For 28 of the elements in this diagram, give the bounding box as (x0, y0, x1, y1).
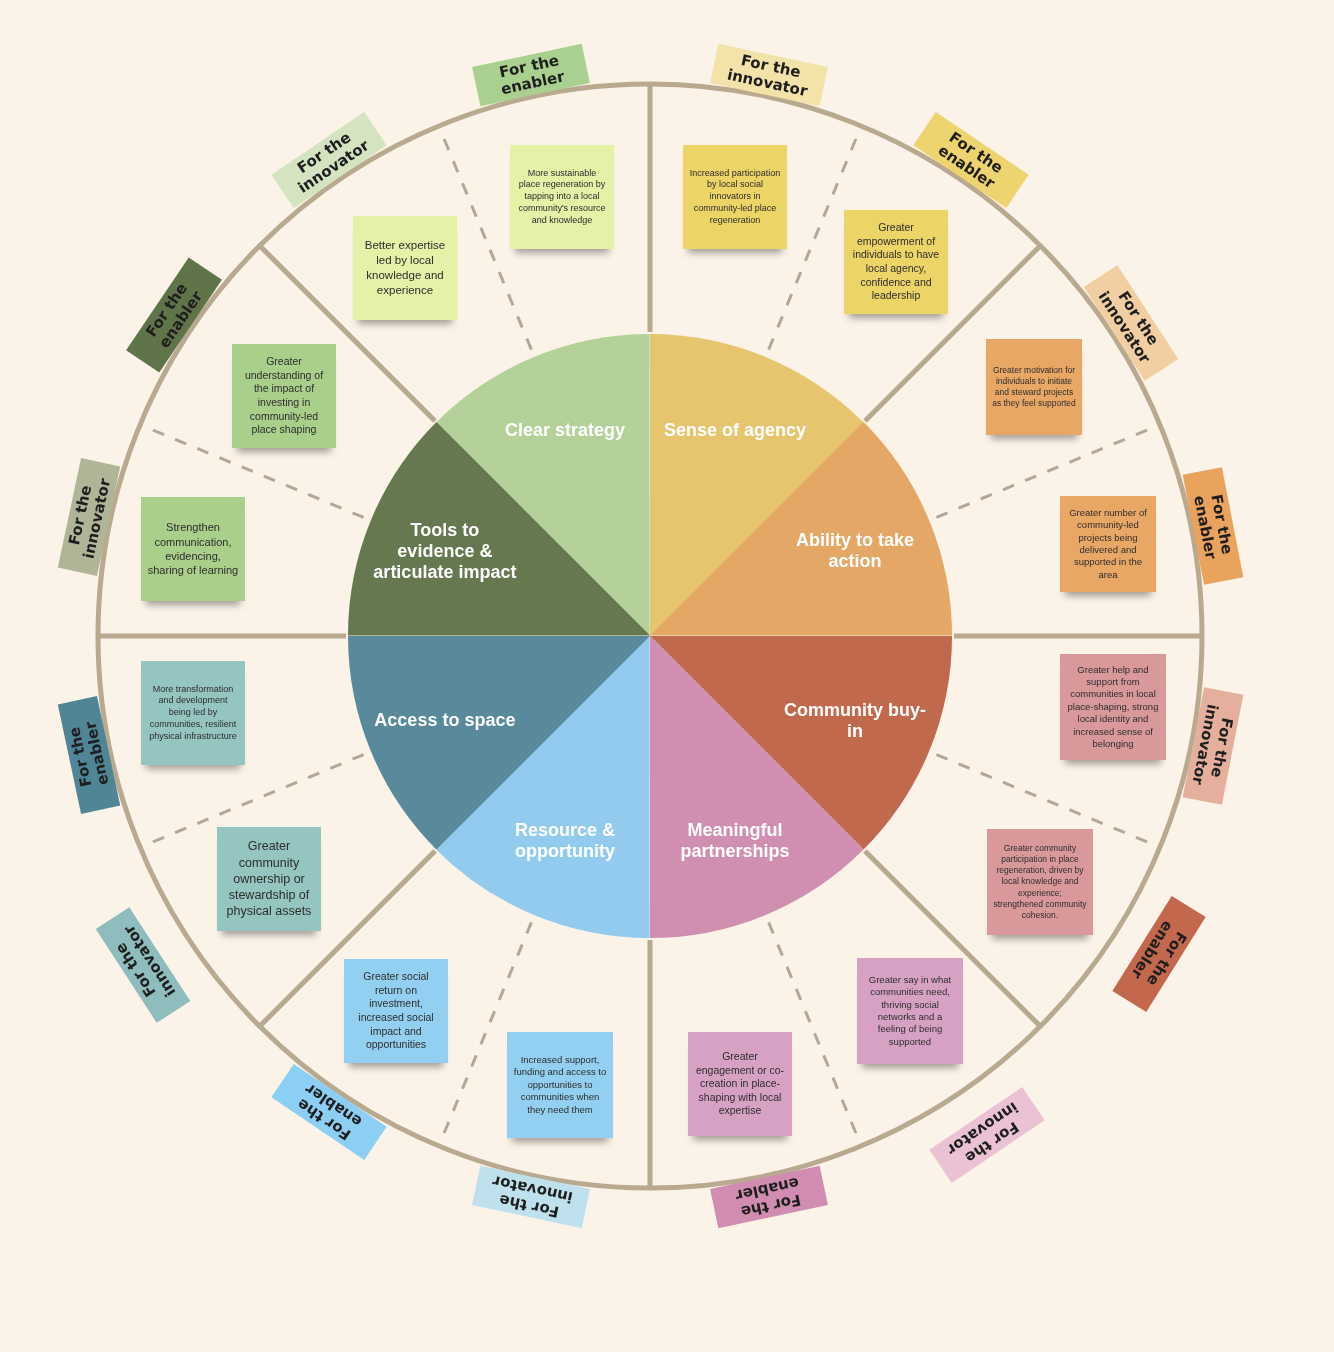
sticky-note: Greater engagement or co-creation in place-shaping with local expertise (688, 1032, 792, 1136)
segment-label: Meaningful partnerships (679, 820, 791, 863)
sticky-note: Greater empowerment of individuals to have local agency, confidence and leadership (844, 210, 948, 314)
audience-tag: For the enabler (471, 43, 590, 106)
sticky-note: Greater help and support from communities in local place-shaping, strong local identity and increased sense of belonging (1060, 654, 1166, 760)
sticky-note: Greater social return on investment, increased social impact and opportunities (344, 959, 448, 1063)
segment-label: Community buy-in (783, 699, 928, 742)
audience-tag: For the enabler (1183, 467, 1244, 586)
sticky-note: Greater community participation in place regeneration, driven by local knowledge and experience; strengthened community cohesion. (987, 829, 1093, 935)
sticky-note: Greater motivation for individuals to initiate and steward projects as they feel supported (986, 339, 1082, 435)
sticky-note: Greater say in what communities need, thriving social networks and a feeling of being supported (857, 958, 963, 1064)
sticky-note: More transformation and development being led by communities, resilient physical infrastructure (141, 661, 245, 765)
sticky-note: More sustainable place regeneration by tapping into a local community's resource and knowledge (510, 145, 614, 249)
segment-label: Access to space (373, 710, 517, 732)
sticky-note: Greater community ownership or stewardship of physical assets (217, 827, 321, 931)
sticky-note: Greater understanding of the impact of investing in community-led place shaping (232, 344, 336, 448)
segment-label: Sense of agency (662, 420, 807, 442)
sticky-note: Increased support, funding and access to opportunities to communities when they need them (507, 1032, 613, 1138)
segment-label: Ability to take action (795, 530, 916, 573)
sticky-note: Better expertise led by local knowledge and experience (353, 216, 457, 320)
segment-label: Clear strategy (504, 420, 627, 442)
sticky-note: Strengthen communication, evidencing, sharing of learning (141, 497, 245, 601)
sticky-note: Greater number of community-led projects being delivered and supported in the area (1060, 496, 1156, 592)
audience-tag: For the enabler (710, 1166, 829, 1229)
segment-label: Tools to evidence & articulate impact (372, 519, 518, 583)
segment-label: Resource & opportunity (514, 820, 617, 863)
audience-tag: For the enabler (57, 696, 120, 815)
sticky-note: Increased participation by local social innovators in community-led place regeneration (683, 145, 787, 249)
